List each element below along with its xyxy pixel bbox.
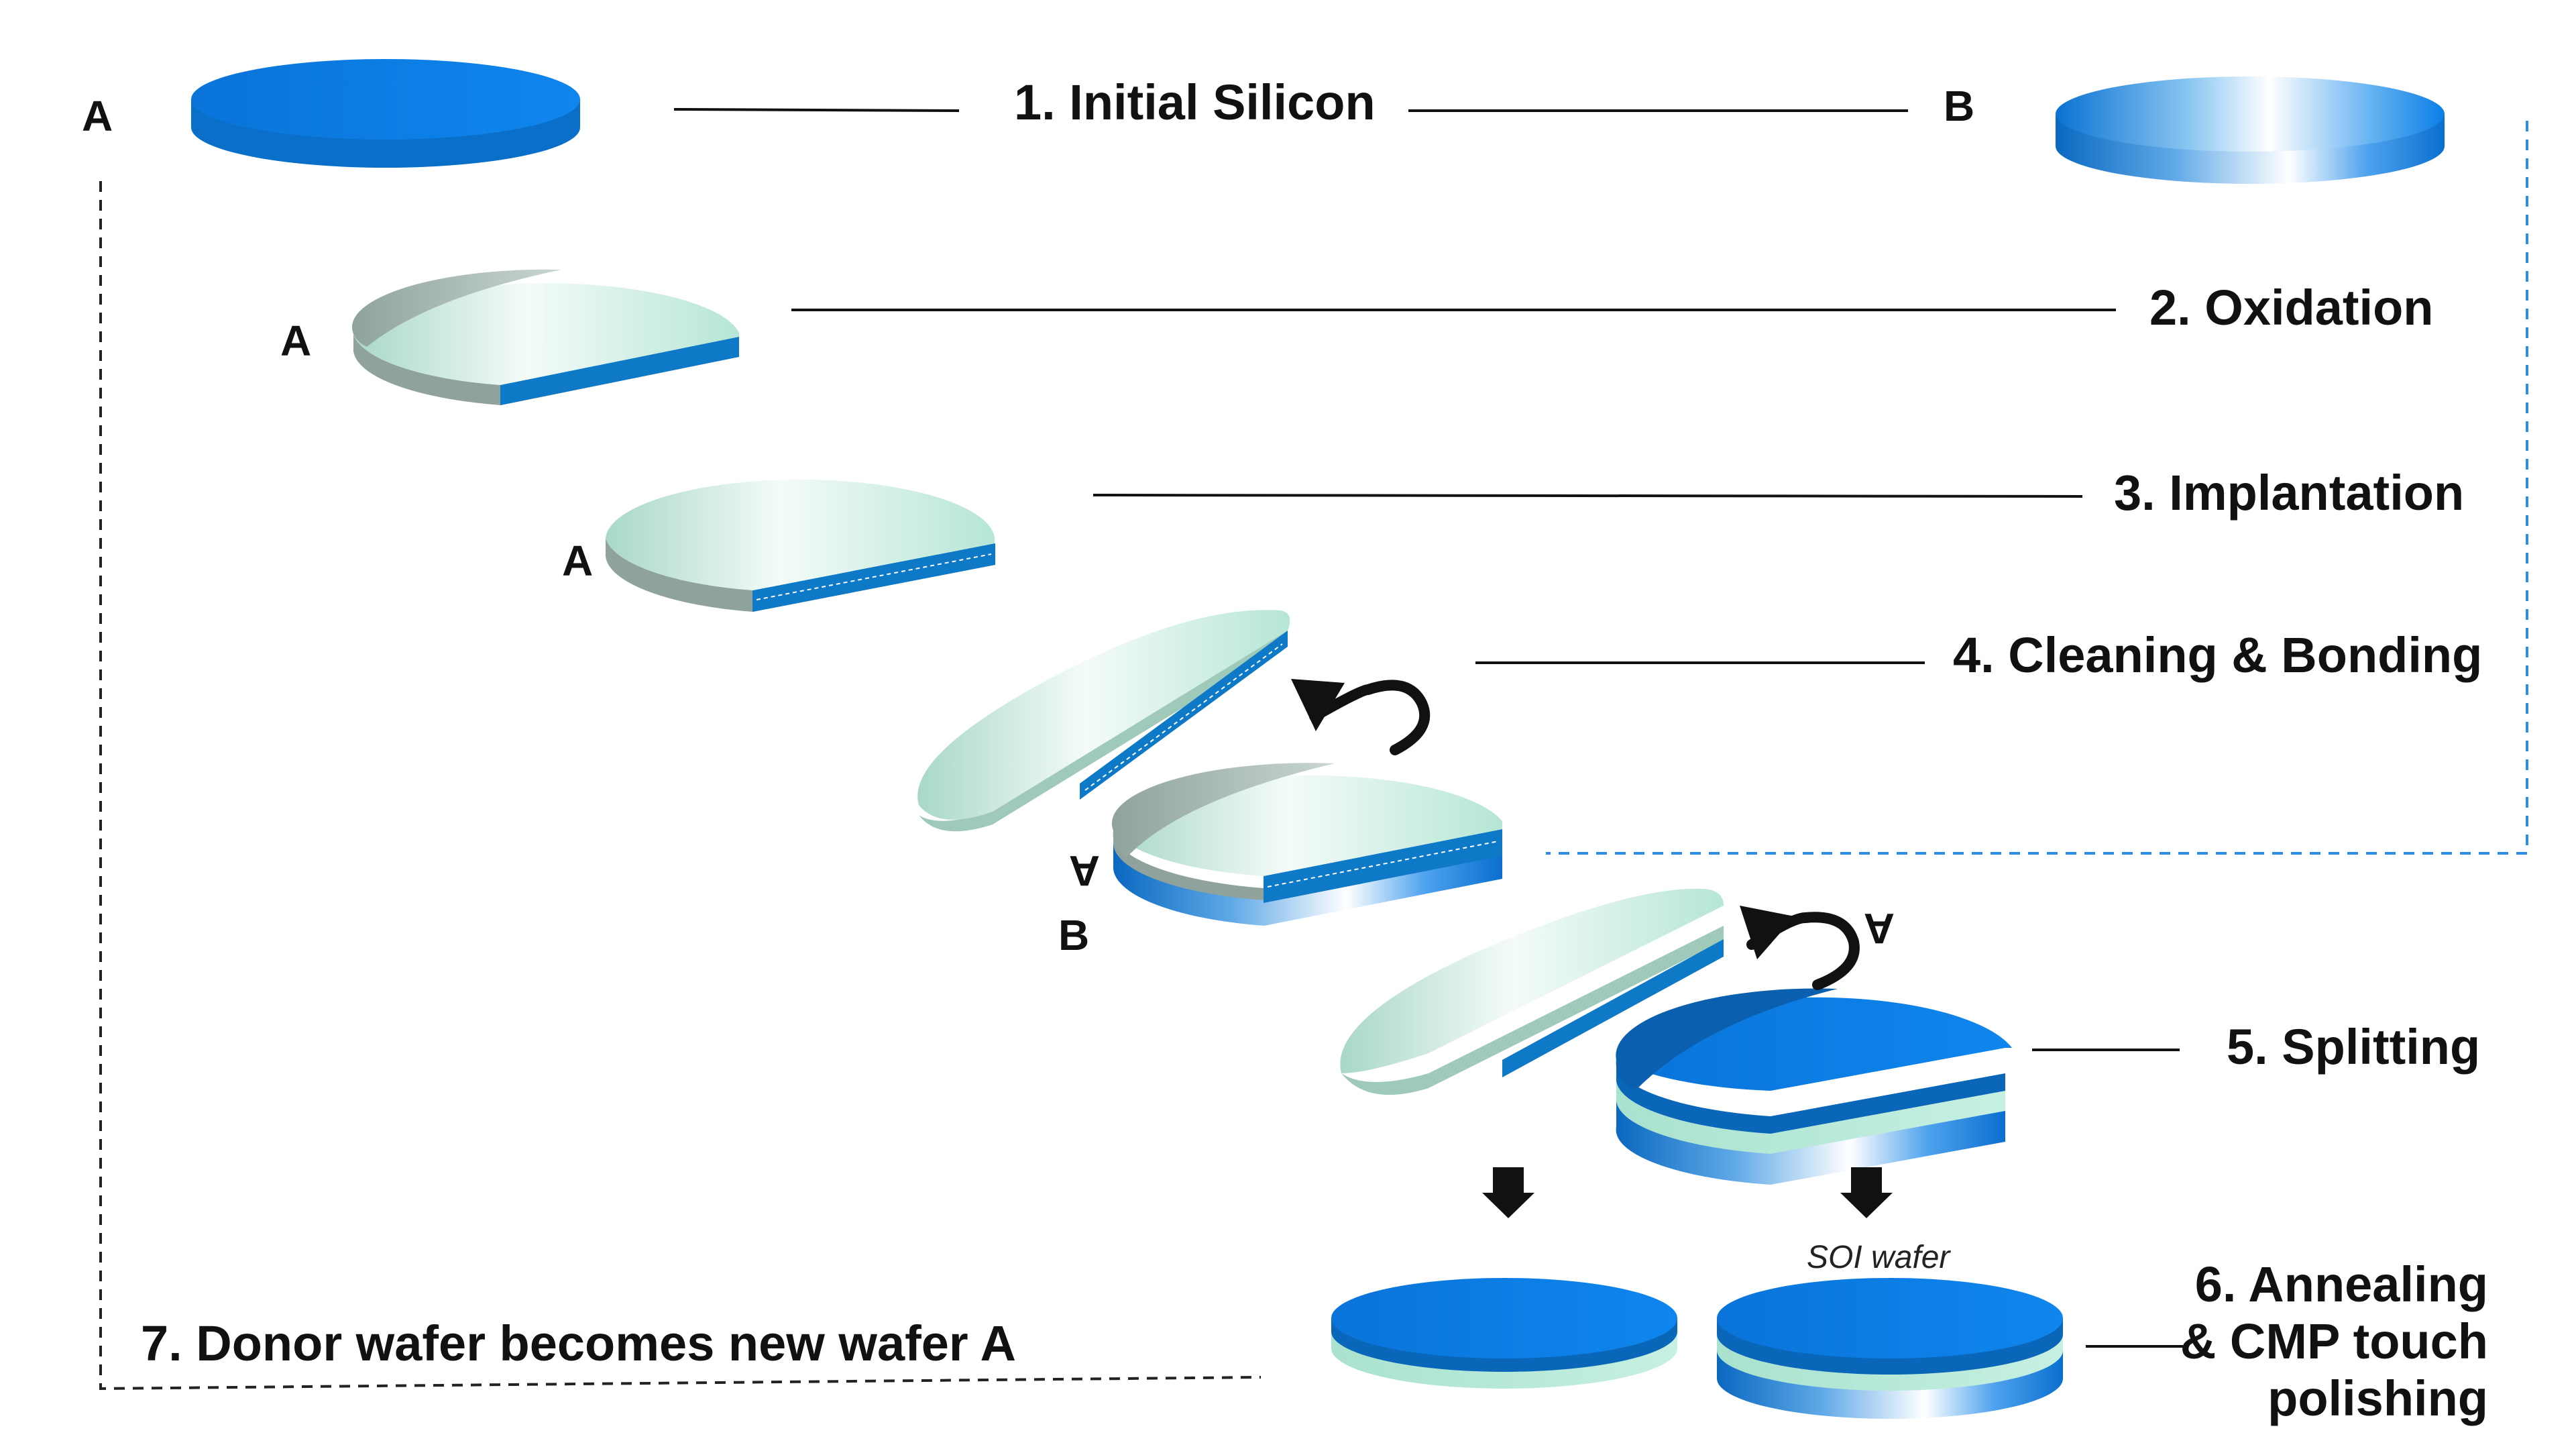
wafer-label-b-step1: B <box>1944 82 1974 130</box>
wafer-label-a-step3: A <box>562 537 593 585</box>
wafer-a-remainder <box>1340 888 1724 1095</box>
step-leader-lines <box>673 108 2183 1348</box>
curved-flip-arrow-icon <box>1740 906 1860 990</box>
step-4-label: 4. Cleaning & Bonding <box>1953 627 2482 683</box>
wafer-b-dashed-line <box>1546 121 2528 855</box>
step-3-label: 3. Implantation <box>2114 465 2464 521</box>
wafer-a-initial <box>191 59 580 168</box>
step-7-label: 7. Donor wafer becomes new wafer A <box>141 1316 1016 1371</box>
wafer-label-a-step1: A <box>82 92 113 140</box>
wafer-label-a-flipped-step4: A <box>1069 847 1100 895</box>
curved-flip-arrow-icon <box>1291 679 1431 755</box>
wafer-b-initial <box>2056 76 2445 184</box>
soi-wafer-result <box>1717 1278 2063 1419</box>
wafer-a-implanted <box>605 479 995 612</box>
wafer-bonded-stack <box>1111 763 1502 926</box>
soi-split-stack <box>1616 988 2012 1185</box>
donor-wafer-result <box>1331 1278 1677 1389</box>
wafer-label-a-step2: A <box>280 317 311 365</box>
soi-wafer-caption: SOI wafer <box>1807 1240 1951 1275</box>
step-6-label-line3: polishing <box>2267 1371 2488 1426</box>
leader-line-s3 <box>1093 494 2083 498</box>
wafer-label-a-flipped-step5: A <box>1864 904 1895 953</box>
leader-line-s1-left <box>673 108 960 112</box>
step-6-label-line2: & CMP touch <box>2180 1313 2488 1369</box>
step-6-label-line1: 6. Annealing <box>2195 1256 2488 1312</box>
down-arrow-icon <box>1482 1167 1534 1218</box>
down-arrow-icon <box>1840 1167 1893 1218</box>
wafer-a-flipping <box>917 610 1290 832</box>
donor-return-dashed-line <box>99 181 1262 1391</box>
wafer-a-oxidized <box>351 269 739 405</box>
step-1-label: 1. Initial Silicon <box>1014 74 1376 130</box>
step-5-label: 5. Splitting <box>2227 1019 2480 1075</box>
step-2-label: 2. Oxidation <box>2149 280 2434 335</box>
wafer-label-b-step4: B <box>1058 911 1089 959</box>
